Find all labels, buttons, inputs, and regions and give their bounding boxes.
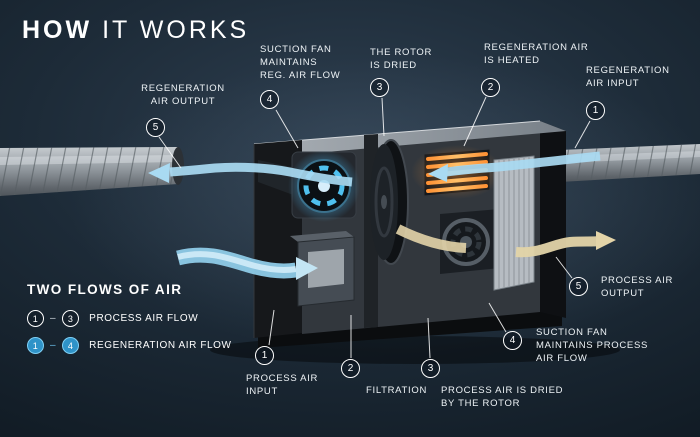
leader-line (268, 309, 275, 346)
callout-label-regeneration-air-heated: REGENERATION AIR IS HEATED (484, 42, 589, 66)
legend-badge-regeneration-to: 4 (62, 337, 80, 354)
page-title-primary: HOW (22, 16, 93, 44)
callout-badge-process-air-output: 5 (569, 277, 588, 296)
leader-line (275, 109, 299, 149)
legend-dash: – (50, 313, 57, 324)
legend-row-process: 1 – 3 PROCESS AIR FLOW (27, 310, 232, 327)
callout-badge-process-air-dried: 3 (421, 359, 440, 378)
process-fan (440, 209, 500, 274)
callout-label-rotor-dried: THE ROTOR IS DRIED (370, 47, 433, 71)
page-title: HOW IT WORKS (22, 16, 249, 45)
callout-badge-regeneration-air-input: 1 (586, 101, 605, 120)
callout-badge-regeneration-air-output: 5 (146, 118, 165, 137)
regeneration-flow-arrow (148, 151, 601, 187)
legend-dash: – (50, 340, 57, 351)
callout-label-process-air-output: PROCESS AIR OUTPUT (601, 275, 674, 299)
callout-badge-regeneration-air-heated: 2 (481, 78, 500, 97)
leader-line (555, 256, 573, 279)
leader-line (427, 317, 431, 359)
callout-badge-suction-fan-reg: 4 (260, 90, 279, 109)
callout-label-suction-fan-reg: SUCTION FAN MAINTAINS REG. AIR FLOW (260, 44, 341, 81)
legend-label-process: PROCESS AIR FLOW (89, 313, 199, 324)
leader-line (158, 136, 182, 169)
page-title-secondary: IT WORKS (102, 16, 250, 44)
callout-label-process-air-input: PROCESS AIR INPUT (246, 373, 319, 397)
callout-label-suction-fan-process: SUCTION FAN MAINTAINS PROCESS AIR FLOW (536, 327, 649, 364)
callout-label-regeneration-air-output: REGENERATION AIR OUTPUT (141, 83, 225, 107)
leader-line (488, 302, 507, 333)
leader-line (381, 97, 385, 137)
legend-row-regeneration: 1 – 4 REGENERATION AIR FLOW (27, 337, 232, 354)
callout-badge-filtration: 2 (341, 359, 360, 378)
callout-label-regeneration-air-input: REGENERATION AIR INPUT (586, 65, 670, 89)
legend-title: TWO FLOWS OF AIR (27, 282, 183, 297)
rotor (370, 139, 409, 265)
leader-line (574, 120, 591, 149)
legend-badge-process-to: 3 (62, 310, 80, 327)
leader-lines (158, 96, 591, 359)
callout-label-filtration: FILTRATION (366, 385, 428, 396)
process-output-arrow (395, 224, 616, 258)
louver-panel (493, 155, 535, 291)
legend: TWO FLOWS OF AIR 1 – 3 PROCESS AIR FLOW … (27, 282, 232, 364)
process-input-arrow (176, 247, 318, 280)
callout-label-process-air-dried: PROCESS AIR IS DRIED BY THE ROTOR (441, 385, 564, 409)
legend-badge-regeneration-from: 1 (27, 337, 44, 354)
callout-badge-suction-fan-process: 4 (503, 331, 522, 350)
filter-box (290, 231, 355, 307)
callout-badge-rotor-dried: 3 (370, 78, 389, 97)
callout-badge-process-air-input: 1 (255, 346, 274, 365)
leader-line (463, 96, 487, 147)
legend-badge-process-from: 1 (27, 310, 44, 327)
legend-label-regeneration: REGENERATION AIR FLOW (89, 340, 232, 351)
